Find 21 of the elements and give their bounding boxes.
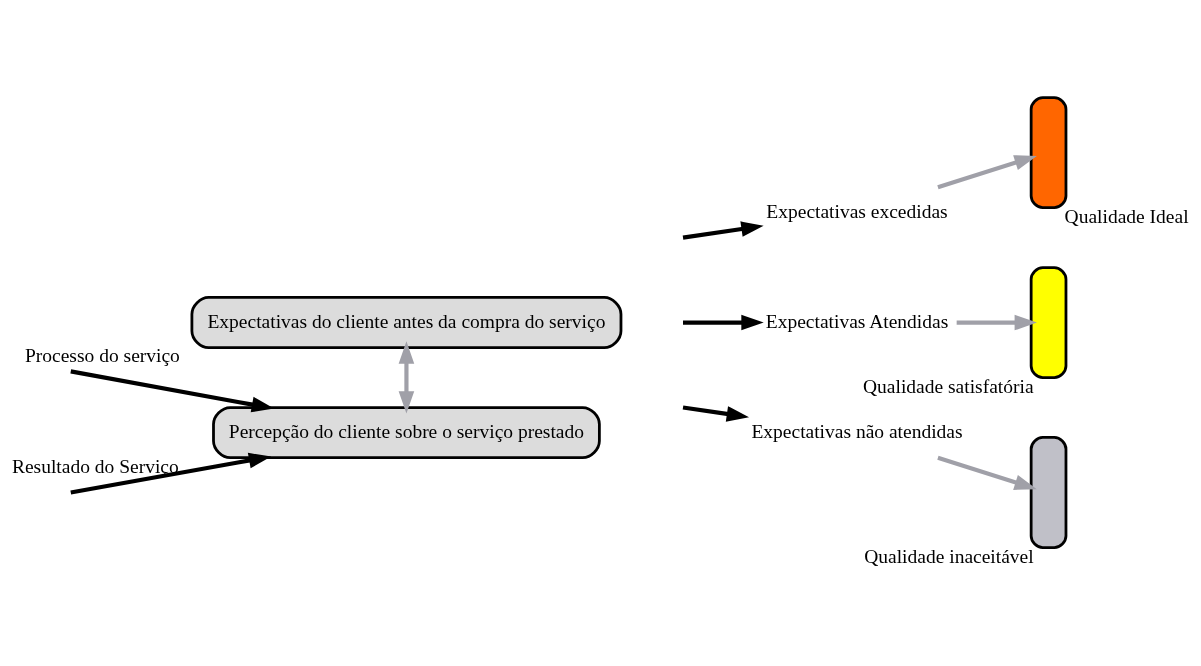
arrow (683, 314, 764, 331)
node-text: Expectativas excedidas (766, 200, 948, 222)
arrow (956, 314, 1037, 331)
node-bar (1029, 96, 1068, 209)
node-text: Expectativas Atendidas (765, 310, 949, 332)
node-text: Expectativas não atendidas (751, 420, 963, 442)
arrow (682, 405, 750, 422)
node-label: Qualidade satisfatória (862, 376, 1034, 398)
arrow (70, 452, 272, 495)
node-label: Qualidade Ideal (1064, 206, 1189, 228)
edge-label: Resultado do Serviço (11, 455, 179, 477)
arrow (398, 341, 415, 414)
arrow (937, 155, 1037, 190)
edge-label: Processo do serviço (24, 344, 180, 366)
arrow (682, 221, 764, 240)
node-box: Percepção do cliente sobre o serviço prestado (212, 406, 601, 460)
node-box: Expectativas do cliente antes da compra do serviço (190, 296, 623, 350)
node-bar (1029, 266, 1068, 379)
node-label: Qualidade inaceitável (864, 546, 1034, 568)
node-bar (1029, 436, 1068, 549)
arrow (937, 455, 1037, 490)
